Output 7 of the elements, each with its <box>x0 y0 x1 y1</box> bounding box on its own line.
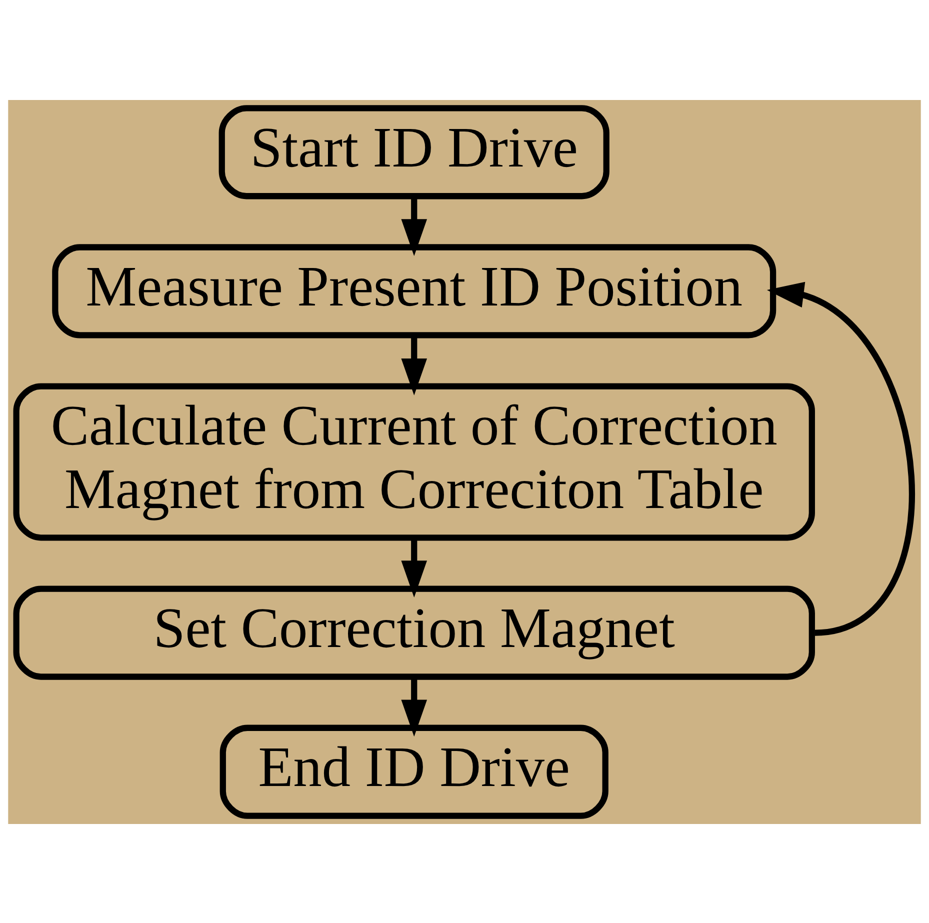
node-box: Set Correction Magnet <box>13 585 815 680</box>
arrow <box>766 281 914 636</box>
node-box: Start ID Drive <box>218 104 610 199</box>
arrow <box>401 538 428 597</box>
node-box: Measure Present ID Position <box>52 244 776 338</box>
node-box: End ID Drive <box>220 724 608 818</box>
node-box: Calculate Current of Correction Magnet from Correciton Table <box>13 382 815 540</box>
